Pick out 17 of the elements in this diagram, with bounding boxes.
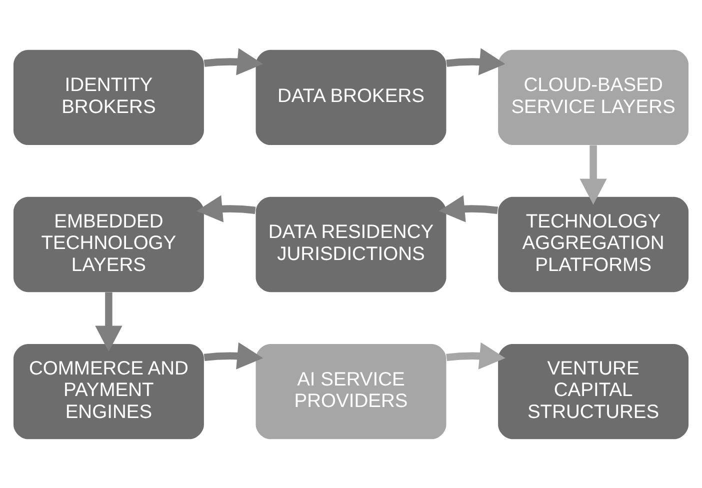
node-box: CLOUD-BASED SERVICE LAYERS xyxy=(498,49,689,145)
node-box: EMBEDDED TECHNOLOGY LAYERS xyxy=(13,196,204,292)
arrow xyxy=(446,48,506,75)
node-box: DATA BROKERS xyxy=(256,49,446,145)
arrow xyxy=(204,342,264,369)
arrow xyxy=(204,48,264,75)
arrow xyxy=(196,194,256,222)
node-box: TECHNOLOGY AGGREGATION PLATFORMS xyxy=(498,196,689,292)
node-box: COMMERCE AND PAYMENT ENGINES xyxy=(13,343,204,439)
node-box: IDENTITY BROKERS xyxy=(13,49,204,145)
arrow xyxy=(580,144,607,204)
arrow xyxy=(95,292,122,352)
node-box: DATA RESIDENCY JURISDICTIONS xyxy=(256,196,446,292)
arrow xyxy=(446,342,506,369)
node-box: VENTURE CAPITAL STRUCTURES xyxy=(498,343,689,439)
arrow xyxy=(438,194,498,222)
node-box: AI SERVICE PROVIDERS xyxy=(256,343,446,439)
